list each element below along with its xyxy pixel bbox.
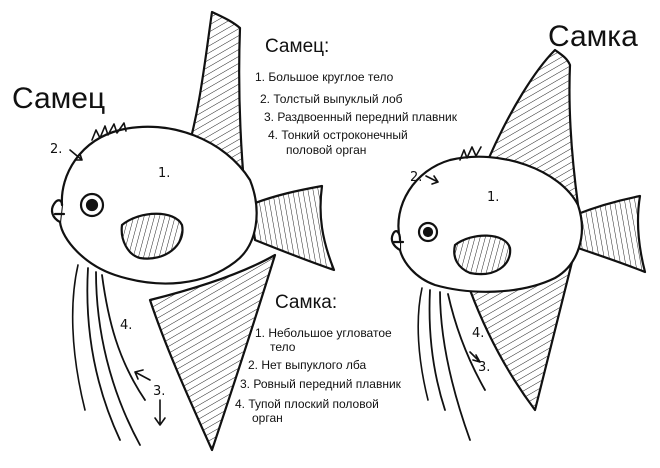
female-title: Самка [548,20,638,53]
male-marker-2: 2. [50,142,63,157]
female-item-3: 3. Ровный передний плавник [240,377,401,391]
female-marker-1: 1. [487,190,500,205]
female-arrow-3 [469,351,481,363]
female-item-1: 1. Небольшое угловатое [255,326,392,340]
male-crest [91,122,127,141]
male-title: Самец [12,82,106,115]
male-body [58,125,258,285]
female-marker-4: 4. [472,326,485,341]
male-item-1: 1. Большое круглое тело [255,70,394,84]
female-item-2: 2. Нет выпуклого лба [248,358,367,372]
female-item-4-cont: орган [252,411,283,425]
female-item-1-cont: тело [270,340,296,354]
female-pectoral-fin [453,234,512,276]
male-item-4-cont: половой орган [286,143,367,157]
female-tail [573,194,647,274]
female-fish [390,48,647,441]
male-arrow-3 [134,369,151,381]
male-tail [248,184,336,272]
female-crest [459,146,482,161]
female-body [397,155,583,293]
male-item-2: 2. Толстый выпуклый лоб [260,92,403,106]
female-item-4: 4. Тупой плоский половой [235,397,379,411]
male-arrow-3b [154,399,166,426]
male-item-4: 4. Тонкий остроконечный [268,128,408,142]
female-marker-3: 3. [478,360,491,375]
male-item-3: 3. Раздвоенный передний плавник [264,110,457,124]
male-ventral-fin [148,253,277,452]
female-heading: Самка: [275,292,338,313]
male-marker-4: 4. [120,318,133,333]
female-marker-2: 2. [410,170,423,185]
male-heading: Самец: [265,36,330,57]
male-marker-3: 3. [153,384,166,399]
female-arrow-2 [425,175,439,185]
male-arrow-2 [69,149,83,161]
male-marker-1: 1. [158,166,171,181]
male-fish [50,10,336,452]
male-pectoral-fin [120,212,184,260]
